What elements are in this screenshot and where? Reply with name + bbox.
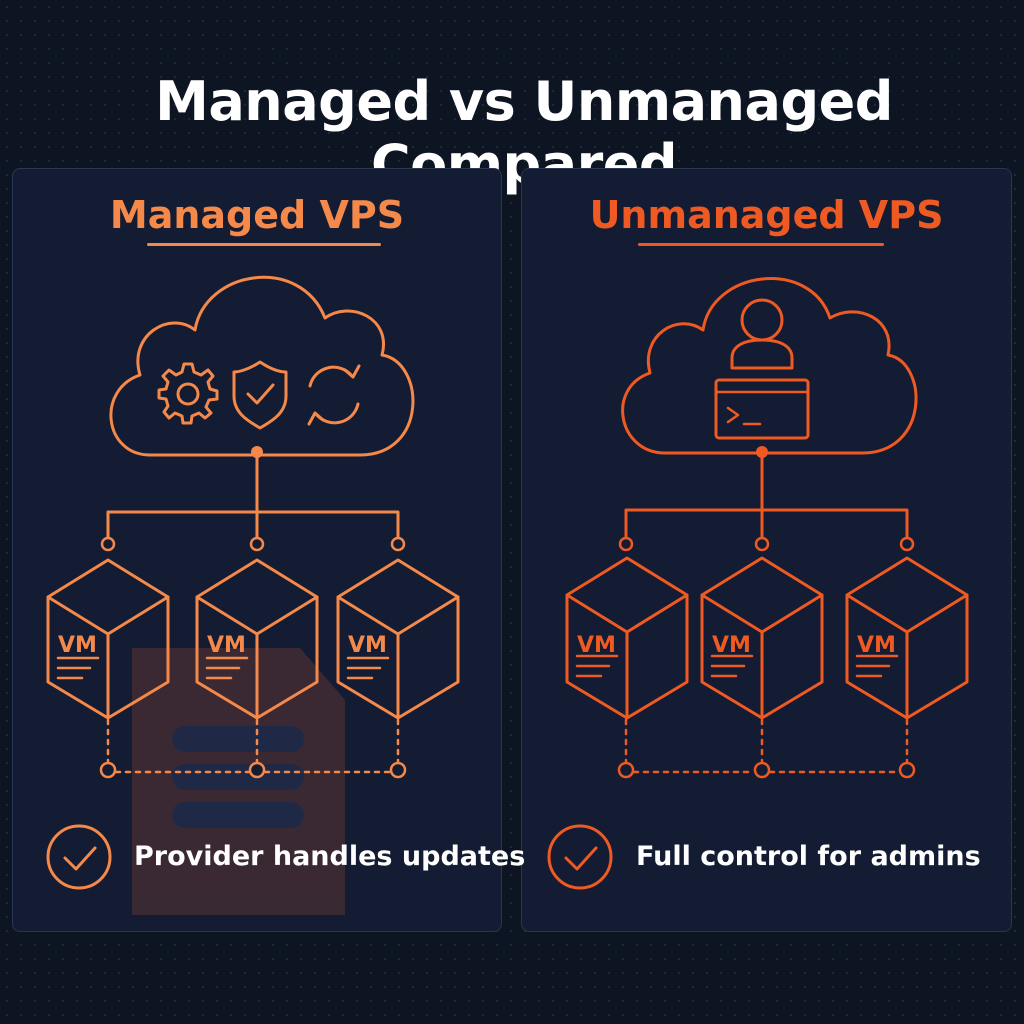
unmanaged-heading: Unmanaged VPS xyxy=(589,193,944,237)
unmanaged-panel: Unmanaged VPS xyxy=(521,168,1012,932)
vm-label: VM xyxy=(857,633,896,658)
unmanaged-bottom-connectors xyxy=(624,718,909,774)
vm-cube-icon xyxy=(336,558,460,720)
managed-heading-underline xyxy=(147,243,381,246)
terminal-icon xyxy=(714,378,810,440)
gear-icon xyxy=(157,362,219,425)
unmanaged-connectors xyxy=(624,450,909,542)
page-title: Managed vs Unmanaged Compared xyxy=(155,70,893,196)
vm-cube-icon xyxy=(195,558,319,720)
vm-label: VM xyxy=(207,633,246,658)
vm-label: VM xyxy=(712,633,751,658)
vm-label: VM xyxy=(577,633,616,658)
server-watermark-icon xyxy=(132,648,345,915)
managed-panel: Managed VPS xyxy=(12,168,502,932)
vm-cube-icon xyxy=(700,556,824,720)
vm-cube-icon xyxy=(46,558,170,720)
managed-bottom-connectors xyxy=(106,718,400,774)
check-circle-icon xyxy=(547,824,613,890)
unmanaged-heading-underline xyxy=(638,243,884,246)
managed-feature-text: Provider handles updates xyxy=(134,841,526,872)
vm-label: VM xyxy=(58,633,97,658)
managed-connectors xyxy=(106,450,400,542)
shield-check-icon xyxy=(232,360,288,430)
check-circle-icon xyxy=(46,824,112,890)
unmanaged-cloud-icon xyxy=(621,277,918,455)
vm-label: VM xyxy=(348,633,387,658)
user-icon xyxy=(730,298,794,370)
refresh-icon xyxy=(307,364,361,426)
managed-heading: Managed VPS xyxy=(109,193,405,237)
unmanaged-feature-text: Full control for admins xyxy=(636,841,981,872)
vm-cube-icon xyxy=(845,556,969,720)
managed-cloud-icon xyxy=(109,275,415,457)
vm-cube-icon xyxy=(565,556,689,720)
